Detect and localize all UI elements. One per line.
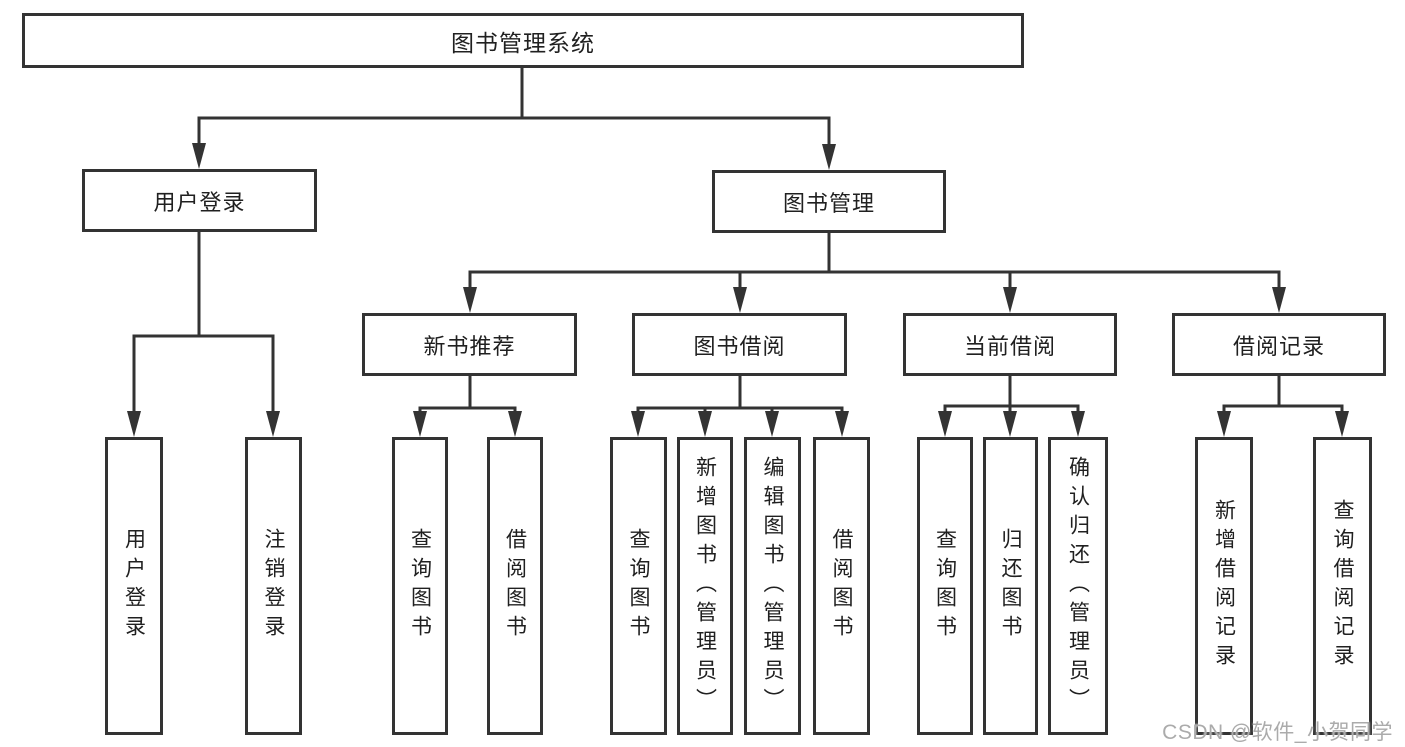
node-book-borrowing: 图书借阅 bbox=[632, 313, 847, 376]
arrow-down-icon bbox=[1335, 411, 1349, 437]
arrow-down-icon bbox=[835, 411, 849, 437]
arrow-down-icon bbox=[938, 411, 952, 437]
leaf-return-books: 归还图书 bbox=[983, 437, 1038, 735]
edge bbox=[468, 231, 1281, 295]
leaf-confirm-return-admin: 确认归还（管理员） bbox=[1048, 437, 1108, 735]
arrow-down-icon bbox=[508, 411, 522, 437]
arrow-down-icon bbox=[192, 143, 206, 169]
edge-lines bbox=[132, 66, 1344, 419]
edge bbox=[418, 374, 517, 419]
leaf-user-login: 用户登录 bbox=[105, 437, 163, 735]
node-root-system: 图书管理系统 bbox=[22, 13, 1024, 68]
arrow-down-icon bbox=[413, 411, 427, 437]
leaf-add-borrow-record: 新增借阅记录 bbox=[1195, 437, 1253, 735]
edge bbox=[636, 374, 844, 419]
leaf-query-books-recommend: 查询图书 bbox=[392, 437, 448, 735]
edge bbox=[1222, 374, 1344, 419]
node-new-book-recommend: 新书推荐 bbox=[362, 313, 577, 376]
arrow-down-icon bbox=[733, 287, 747, 313]
arrow-down-icon bbox=[631, 411, 645, 437]
arrowheads bbox=[127, 143, 1349, 437]
edge bbox=[943, 374, 1080, 419]
leaf-logout: 注销登录 bbox=[245, 437, 302, 735]
edge bbox=[132, 230, 275, 419]
arrow-down-icon bbox=[1217, 411, 1231, 437]
node-book-management: 图书管理 bbox=[712, 170, 946, 233]
arrow-down-icon bbox=[1272, 287, 1286, 313]
leaf-borrow-books-borrowing: 借阅图书 bbox=[813, 437, 870, 735]
node-current-borrowing: 当前借阅 bbox=[903, 313, 1117, 376]
leaf-add-books-admin: 新增图书（管理员） bbox=[677, 437, 733, 735]
arrow-down-icon bbox=[463, 287, 477, 313]
node-borrowing-records: 借阅记录 bbox=[1172, 313, 1386, 376]
arrow-down-icon bbox=[698, 411, 712, 437]
arrow-down-icon bbox=[266, 411, 280, 437]
leaf-edit-books-admin: 编辑图书（管理员） bbox=[744, 437, 801, 735]
leaf-query-books-borrowing: 查询图书 bbox=[610, 437, 667, 735]
leaf-borrow-books-recommend: 借阅图书 bbox=[487, 437, 543, 735]
edge bbox=[197, 66, 831, 153]
arrow-down-icon bbox=[822, 144, 836, 170]
watermark-text: CSDN @软件_小贺同学 bbox=[1162, 721, 1393, 744]
leaf-query-books-current: 查询图书 bbox=[917, 437, 973, 735]
leaf-query-borrow-record: 查询借阅记录 bbox=[1313, 437, 1372, 735]
arrow-down-icon bbox=[765, 411, 779, 437]
arrow-down-icon bbox=[1003, 411, 1017, 437]
arrow-down-icon bbox=[1003, 287, 1017, 313]
arrow-down-icon bbox=[1071, 411, 1085, 437]
arrow-down-icon bbox=[127, 411, 141, 437]
node-user-login: 用户登录 bbox=[82, 169, 317, 232]
